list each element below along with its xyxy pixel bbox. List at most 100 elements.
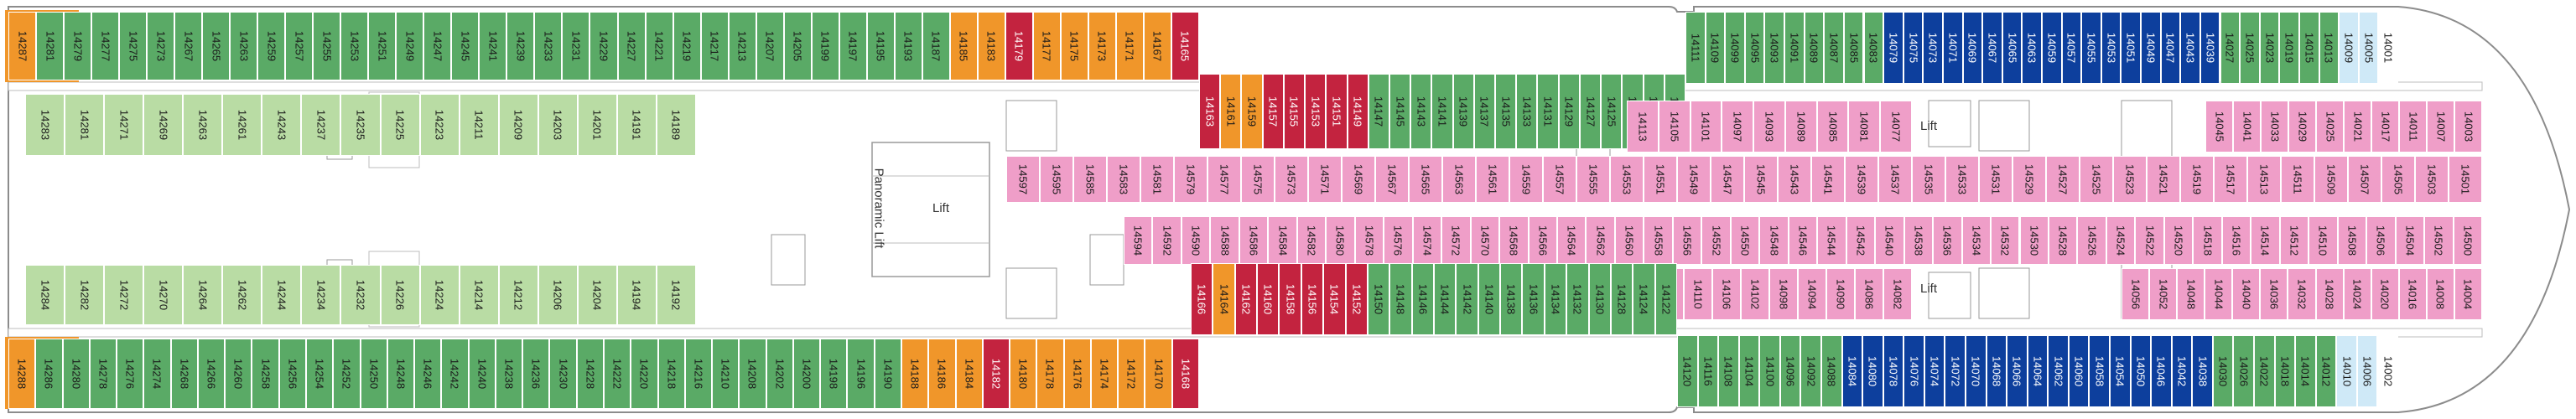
cabin-14559[interactable]: 14559 bbox=[1509, 156, 1543, 203]
cabin-14008[interactable]: 14008 bbox=[2426, 268, 2454, 320]
cabin-14028[interactable]: 14028 bbox=[2315, 268, 2344, 320]
cabin-14128[interactable]: 14128 bbox=[1610, 263, 1633, 335]
cabin-14099[interactable]: 14099 bbox=[1725, 12, 1745, 84]
cabin-14048[interactable]: 14048 bbox=[2177, 268, 2205, 320]
cabin-14229[interactable]: 14229 bbox=[589, 12, 618, 80]
cabin-14080[interactable]: 14080 bbox=[1862, 335, 1883, 407]
cabin-14183[interactable]: 14183 bbox=[977, 12, 1005, 80]
cabin-14197[interactable]: 14197 bbox=[839, 12, 867, 80]
cabin-14170[interactable]: 14170 bbox=[1145, 339, 1172, 409]
cabin-14007[interactable]: 14007 bbox=[2427, 101, 2454, 153]
cabin-14567[interactable]: 14567 bbox=[1375, 156, 1409, 203]
cabin-14155[interactable]: 14155 bbox=[1283, 74, 1306, 149]
cabin-14039[interactable]: 14039 bbox=[2199, 12, 2220, 84]
cabin-14172[interactable]: 14172 bbox=[1118, 339, 1145, 409]
cabin-14144[interactable]: 14144 bbox=[1434, 263, 1457, 335]
cabin-14050[interactable]: 14050 bbox=[2130, 335, 2152, 407]
cabin-14509[interactable]: 14509 bbox=[2314, 156, 2348, 203]
cabin-14268[interactable]: 14268 bbox=[170, 339, 198, 409]
cabin-14188[interactable]: 14188 bbox=[901, 339, 929, 409]
cabin-14139[interactable]: 14139 bbox=[1452, 74, 1474, 149]
cabin-14110[interactable]: 14110 bbox=[1684, 268, 1712, 320]
cabin-14133[interactable]: 14133 bbox=[1516, 74, 1538, 149]
cabin-14225[interactable]: 14225 bbox=[380, 94, 420, 156]
cabin-14124[interactable]: 14124 bbox=[1633, 263, 1655, 335]
cabin-14025[interactable]: 14025 bbox=[2316, 101, 2344, 153]
cabin-14095[interactable]: 14095 bbox=[1744, 12, 1765, 84]
cabin-14017[interactable]: 14017 bbox=[2371, 101, 2399, 153]
cabin-14502[interactable]: 14502 bbox=[2424, 216, 2454, 265]
cabin-14524[interactable]: 14524 bbox=[2106, 216, 2136, 265]
cabin-14094[interactable]: 14094 bbox=[1798, 268, 1826, 320]
cabin-14158[interactable]: 14158 bbox=[1279, 263, 1301, 335]
cabin-14087[interactable]: 14087 bbox=[1824, 12, 1844, 84]
cabin-14029[interactable]: 14029 bbox=[2288, 101, 2316, 153]
cabin-14507[interactable]: 14507 bbox=[2348, 156, 2381, 203]
cabin-14527[interactable]: 14527 bbox=[2046, 156, 2080, 203]
cabin-14081[interactable]: 14081 bbox=[1848, 101, 1881, 153]
cabin-14057[interactable]: 14057 bbox=[2061, 12, 2082, 84]
cabin-14557[interactable]: 14557 bbox=[1543, 156, 1576, 203]
cabin-14555[interactable]: 14555 bbox=[1576, 156, 1610, 203]
cabin-14244[interactable]: 14244 bbox=[262, 265, 302, 325]
cabin-14220[interactable]: 14220 bbox=[631, 339, 658, 409]
cabin-14533[interactable]: 14533 bbox=[1945, 156, 1979, 203]
cabin-14001[interactable]: 14001 bbox=[2378, 12, 2398, 84]
cabin-14272[interactable]: 14272 bbox=[104, 265, 144, 325]
cabin-14563[interactable]: 14563 bbox=[1442, 156, 1476, 203]
cabin-14585[interactable]: 14585 bbox=[1073, 156, 1107, 203]
cabin-14129[interactable]: 14129 bbox=[1558, 74, 1580, 149]
cabin-14286[interactable]: 14286 bbox=[35, 339, 63, 409]
cabin-14217[interactable]: 14217 bbox=[700, 12, 729, 80]
cabin-14147[interactable]: 14147 bbox=[1368, 74, 1389, 149]
cabin-14152[interactable]: 14152 bbox=[1345, 263, 1368, 335]
cabin-14141[interactable]: 14141 bbox=[1431, 74, 1453, 149]
cabin-14160[interactable]: 14160 bbox=[1257, 263, 1280, 335]
cabin-14565[interactable]: 14565 bbox=[1409, 156, 1442, 203]
cabin-14562[interactable]: 14562 bbox=[1586, 216, 1615, 265]
cabin-14544[interactable]: 14544 bbox=[1817, 216, 1846, 265]
cabin-14173[interactable]: 14173 bbox=[1088, 12, 1116, 80]
cabin-14082[interactable]: 14082 bbox=[1883, 268, 1912, 320]
cabin-14560[interactable]: 14560 bbox=[1614, 216, 1644, 265]
cabin-14284[interactable]: 14284 bbox=[25, 265, 65, 325]
cabin-14592[interactable]: 14592 bbox=[1152, 216, 1182, 265]
cabin-14517[interactable]: 14517 bbox=[2214, 156, 2247, 203]
cabin-14113[interactable]: 14113 bbox=[1627, 101, 1659, 153]
cabin-14545[interactable]: 14545 bbox=[1744, 156, 1778, 203]
cabin-14190[interactable]: 14190 bbox=[874, 339, 901, 409]
cabin-14164[interactable]: 14164 bbox=[1213, 263, 1235, 335]
cabin-14019[interactable]: 14019 bbox=[2279, 12, 2299, 84]
cabin-14187[interactable]: 14187 bbox=[922, 12, 950, 80]
cabin-14249[interactable]: 14249 bbox=[396, 12, 424, 80]
cabin-14219[interactable]: 14219 bbox=[673, 12, 701, 80]
cabin-14036[interactable]: 14036 bbox=[2260, 268, 2288, 320]
cabin-14511[interactable]: 14511 bbox=[2281, 156, 2314, 203]
cabin-14013[interactable]: 14013 bbox=[2319, 12, 2340, 84]
cabin-14518[interactable]: 14518 bbox=[2193, 216, 2222, 265]
cabin-14038[interactable]: 14038 bbox=[2192, 335, 2213, 407]
cabin-14251[interactable]: 14251 bbox=[368, 12, 397, 80]
cabin-14041[interactable]: 14041 bbox=[2233, 101, 2261, 153]
cabin-14230[interactable]: 14230 bbox=[549, 339, 577, 409]
cabin-14027[interactable]: 14027 bbox=[2220, 12, 2241, 84]
cabin-14012[interactable]: 14012 bbox=[2315, 335, 2337, 407]
cabin-14245[interactable]: 14245 bbox=[451, 12, 480, 80]
cabin-14074[interactable]: 14074 bbox=[1924, 335, 1945, 407]
cabin-14174[interactable]: 14174 bbox=[1090, 339, 1119, 409]
cabin-14198[interactable]: 14198 bbox=[820, 339, 848, 409]
cabin-14273[interactable]: 14273 bbox=[147, 12, 175, 80]
cabin-14224[interactable]: 14224 bbox=[419, 265, 460, 325]
cabin-14086[interactable]: 14086 bbox=[1855, 268, 1883, 320]
cabin-14570[interactable]: 14570 bbox=[1470, 216, 1500, 265]
cabin-14580[interactable]: 14580 bbox=[1326, 216, 1355, 265]
cabin-14228[interactable]: 14228 bbox=[576, 339, 604, 409]
cabin-14104[interactable]: 14104 bbox=[1738, 335, 1760, 407]
cabin-14210[interactable]: 14210 bbox=[712, 339, 740, 409]
cabin-14246[interactable]: 14246 bbox=[414, 339, 442, 409]
cabin-14512[interactable]: 14512 bbox=[2279, 216, 2309, 265]
cabin-14066[interactable]: 14066 bbox=[2007, 335, 2028, 407]
cabin-14277[interactable]: 14277 bbox=[91, 12, 120, 80]
cabin-14525[interactable]: 14525 bbox=[2080, 156, 2113, 203]
cabin-14579[interactable]: 14579 bbox=[1174, 156, 1208, 203]
